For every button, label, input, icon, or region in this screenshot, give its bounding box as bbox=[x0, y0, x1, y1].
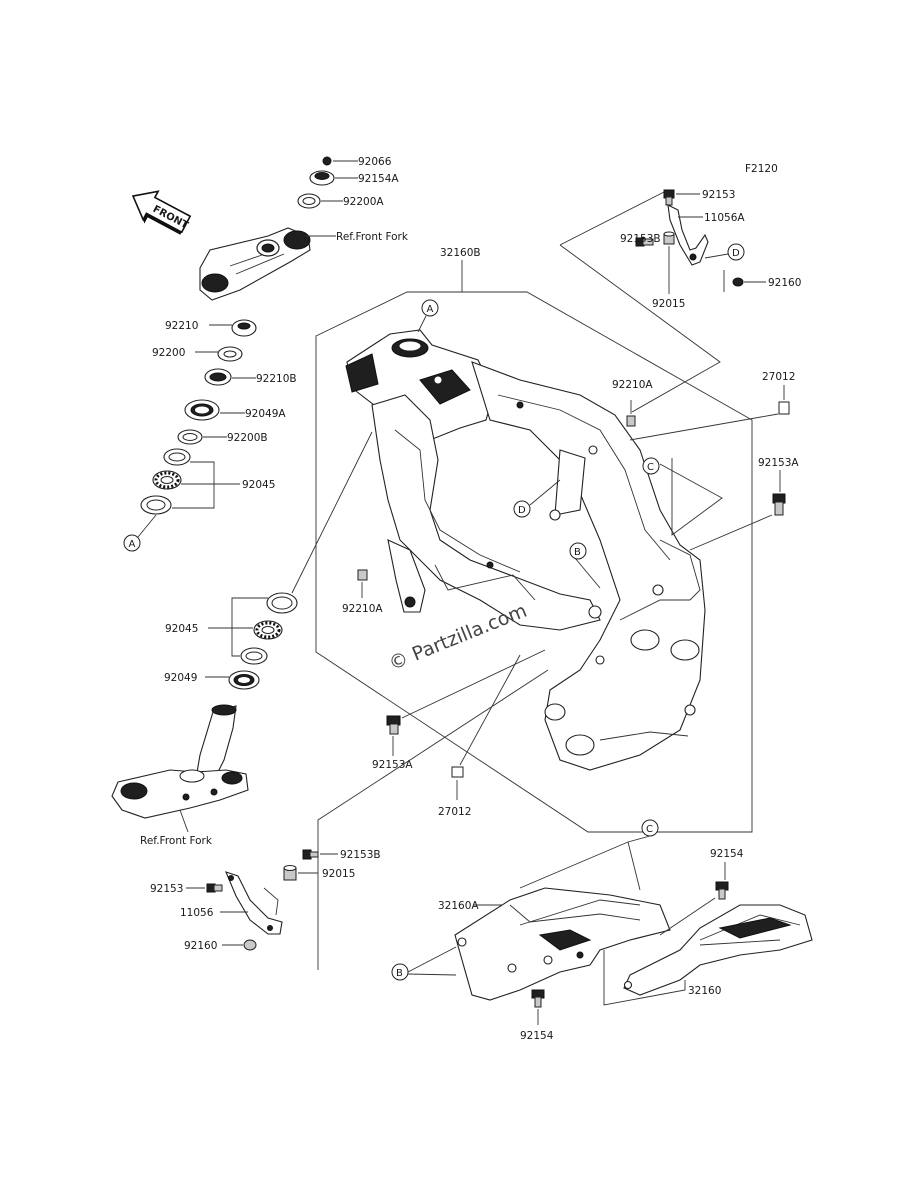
part-92154-bottom[interactable] bbox=[531, 989, 545, 1008]
callout-a-left-text: A bbox=[129, 539, 136, 550]
callout-d-top bbox=[727, 243, 745, 261]
part-92210a-right[interactable] bbox=[626, 415, 636, 427]
label-92153-top: 92153 bbox=[702, 189, 735, 201]
label-11056a: 11056A bbox=[704, 212, 745, 224]
part-92200b[interactable] bbox=[177, 429, 203, 445]
label-92045-top: 92045 bbox=[242, 479, 275, 491]
callout-b-frame-text: B bbox=[574, 547, 581, 558]
part-92049[interactable] bbox=[228, 670, 260, 690]
part-92015-bottom[interactable] bbox=[283, 865, 297, 881]
label-92153-bottom: 92153 bbox=[150, 883, 183, 895]
part-92153-bottom[interactable] bbox=[206, 883, 223, 893]
label-11056: 11056 bbox=[180, 907, 214, 919]
part-92154a[interactable] bbox=[309, 170, 335, 186]
part-92200[interactable] bbox=[217, 346, 243, 362]
part-92153a-right[interactable] bbox=[772, 493, 786, 516]
part-92153b-top[interactable] bbox=[635, 237, 654, 247]
callout-c-frame bbox=[642, 457, 660, 475]
label-ref-front-fork-top: Ref.Front Fork bbox=[336, 231, 409, 243]
part-92210b[interactable] bbox=[204, 368, 232, 386]
label-92153a-right: 92153A bbox=[758, 457, 799, 469]
callout-d-frame-text: D bbox=[518, 505, 526, 516]
part-92153-top[interactable] bbox=[663, 189, 675, 206]
part-92045-lower-race[interactable] bbox=[140, 495, 172, 515]
label-92210a-right: 92210A bbox=[612, 379, 653, 391]
label-32160a-text: 32160A bbox=[438, 900, 479, 912]
label-92210b: 92210B bbox=[256, 373, 297, 385]
label-27012-right: 27012 bbox=[762, 371, 795, 383]
label-92015-top: 92015 bbox=[652, 298, 685, 310]
part-92160-bottom[interactable] bbox=[243, 939, 257, 951]
part-92045-lower-upper-race[interactable] bbox=[266, 592, 298, 614]
part-92210[interactable] bbox=[231, 319, 257, 337]
part-92045-lower-bearing[interactable] bbox=[253, 620, 283, 640]
label-92200a: 92200A bbox=[343, 196, 384, 208]
label-92160-top: 92160 bbox=[768, 277, 801, 289]
label-92154a: 92154A bbox=[358, 173, 399, 185]
label-92154-top: 92154 bbox=[710, 848, 744, 860]
label-92154-bottom: 92154 bbox=[520, 1030, 554, 1042]
label-92049a: 92049A bbox=[245, 408, 286, 420]
bracket-box-top bbox=[559, 189, 721, 413]
part-92200a[interactable] bbox=[297, 193, 321, 209]
callout-c-subframe-text: C bbox=[646, 824, 653, 835]
part-92153b-bottom[interactable] bbox=[302, 849, 319, 860]
callout-b-subframe-text: B bbox=[396, 968, 403, 979]
label-92153b-bottom: 92153B bbox=[340, 849, 381, 861]
part-92045-bearing[interactable] bbox=[152, 470, 182, 490]
callout-d-top-text: D bbox=[732, 248, 740, 259]
part-11056a-bracket[interactable] bbox=[667, 204, 709, 266]
label-92015-bottom: 92015 bbox=[322, 868, 355, 880]
label-92153a-bottom: 92153A bbox=[372, 759, 413, 771]
label-32160: 32160 bbox=[688, 985, 721, 997]
upper-triple-clamp[interactable] bbox=[199, 227, 311, 301]
label-ref-front-fork-bottom: Ref.Front Fork bbox=[140, 835, 213, 847]
label-92210a-left: 92210A bbox=[342, 603, 383, 615]
part-92049a[interactable] bbox=[184, 399, 220, 421]
part-92210a-left[interactable] bbox=[357, 569, 368, 581]
callout-d-frame bbox=[513, 500, 531, 518]
part-11056-bracket[interactable] bbox=[225, 871, 283, 935]
label-92045-bottom: 92045 bbox=[165, 623, 198, 635]
main-frame-32160b[interactable] bbox=[345, 329, 706, 771]
part-27012-right[interactable] bbox=[778, 401, 790, 415]
callout-a-frame-text: A bbox=[427, 304, 434, 315]
subframe-32160a[interactable] bbox=[454, 887, 671, 1001]
part-92066[interactable] bbox=[322, 156, 332, 166]
label-92200: 92200 bbox=[152, 347, 185, 359]
callout-a-left bbox=[123, 534, 141, 552]
lower-triple-clamp-steering-stem[interactable] bbox=[111, 704, 249, 819]
figure-code: F2120 bbox=[745, 163, 778, 175]
frame-boundary bbox=[315, 291, 753, 833]
part-92045-upper-race[interactable] bbox=[163, 448, 191, 466]
callout-b-frame bbox=[569, 542, 587, 560]
label-32160b: 32160B bbox=[440, 247, 481, 259]
callout-a-frame bbox=[421, 299, 439, 317]
part-92153a-bottom[interactable] bbox=[386, 715, 401, 735]
part-27012-bottom[interactable] bbox=[451, 766, 464, 778]
part-92160-top[interactable] bbox=[732, 277, 744, 287]
front-arrow-icon: FRONT bbox=[131, 190, 192, 235]
bracket-box-bottom bbox=[317, 669, 549, 970]
part-92154-top[interactable] bbox=[715, 881, 729, 900]
part-92045-lower-race-bottom[interactable] bbox=[240, 647, 268, 665]
part-92015-top[interactable] bbox=[663, 231, 675, 245]
label-27012-bottom: 27012 bbox=[438, 806, 471, 818]
label-92200b: 92200B bbox=[227, 432, 268, 444]
label-92153b-top: 92153B bbox=[620, 233, 661, 245]
label-92160-bottom: 92160 bbox=[184, 940, 217, 952]
label-92210: 92210 bbox=[165, 320, 198, 332]
label-92049: 92049 bbox=[164, 672, 197, 684]
callout-c-frame-text: C bbox=[647, 462, 654, 473]
label-92066: 92066 bbox=[358, 156, 392, 168]
subframe-rear-32160[interactable] bbox=[623, 904, 813, 996]
